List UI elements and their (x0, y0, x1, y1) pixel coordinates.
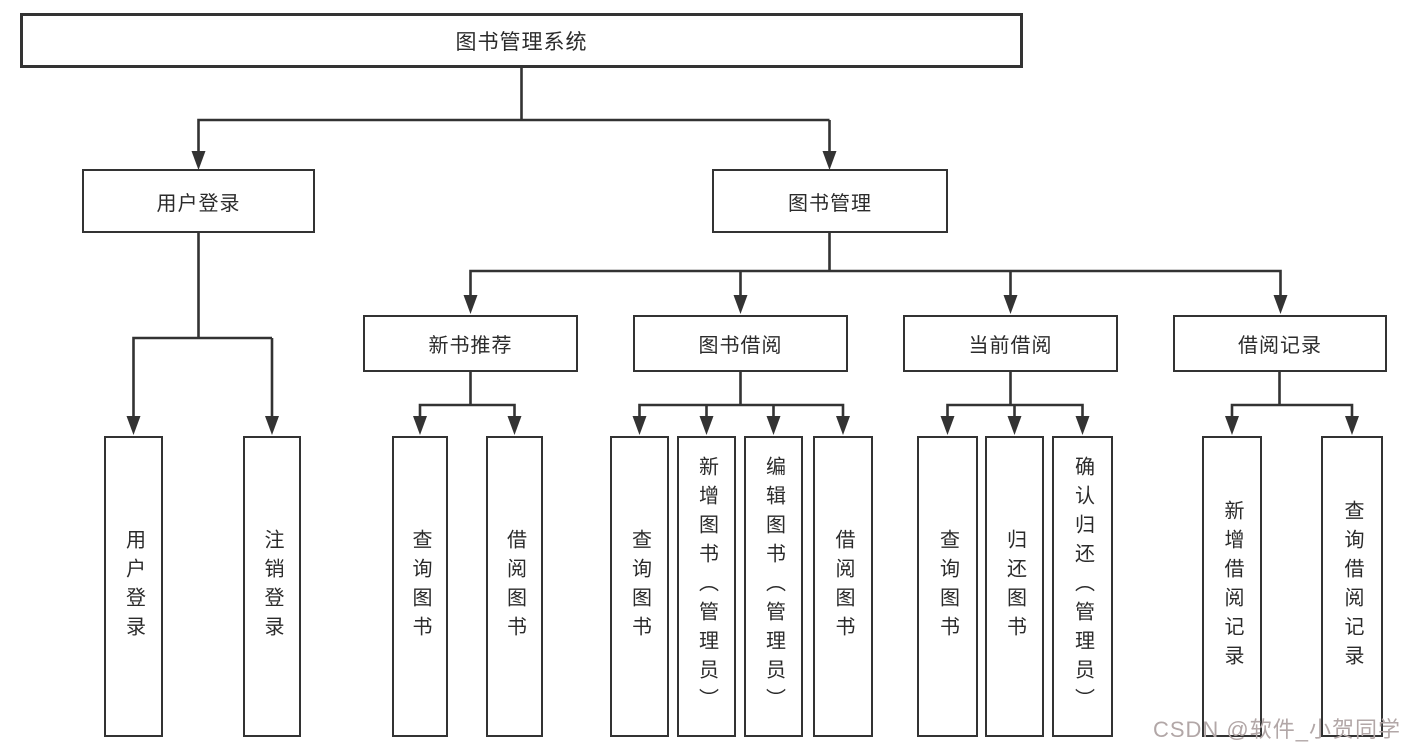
node-logout-leaf: 注销登录 (243, 436, 301, 737)
node-root: 图书管理系统 (20, 13, 1023, 68)
node-borrow-records: 借阅记录 (1173, 315, 1387, 372)
arrow-down-icon (1345, 416, 1359, 435)
node-user-login-leaf: 用户登录 (104, 436, 163, 737)
node-user-login: 用户登录 (82, 169, 315, 233)
arrow-down-icon (1007, 416, 1022, 435)
arrow-down-icon (766, 416, 781, 435)
arrow-down-icon (733, 295, 748, 314)
arrow-down-icon (699, 416, 714, 435)
arrow-down-icon (1003, 295, 1018, 314)
tree-edges (132, 68, 1354, 419)
arrow-down-icon (632, 416, 647, 435)
node-book-management: 图书管理 (712, 169, 948, 233)
arrow-down-icon (1273, 295, 1288, 314)
arrow-down-icon (413, 416, 427, 435)
arrow-down-icon (1225, 416, 1239, 435)
arrow-down-icon (126, 416, 141, 435)
arrow-down-icon (822, 151, 837, 170)
node-query-books-recommend: 查询图书 (392, 436, 448, 737)
node-return-book: 归还图书 (985, 436, 1044, 737)
node-add-borrow-record: 新增借阅记录 (1202, 436, 1262, 737)
node-confirm-return-admin: 确认归还（管理员） (1052, 436, 1113, 737)
node-query-books-current: 查询图书 (917, 436, 978, 737)
arrowhead-icons (126, 151, 1359, 435)
node-borrow-books-leaf: 借阅图书 (813, 436, 873, 737)
node-new-book-recommend: 新书推荐 (363, 315, 578, 372)
node-query-borrow-record: 查询借阅记录 (1321, 436, 1383, 737)
node-current-borrow: 当前借阅 (903, 315, 1118, 372)
arrow-down-icon (507, 416, 522, 435)
arrow-down-icon (191, 151, 206, 170)
node-add-book-admin: 新增图书（管理员） (677, 436, 736, 737)
arrow-down-icon (1075, 416, 1090, 435)
node-edit-book-admin: 编辑图书（管理员） (744, 436, 803, 737)
arrow-down-icon (836, 416, 850, 435)
arrow-down-icon (940, 416, 955, 435)
arrow-down-icon (463, 295, 478, 314)
node-borrow-books-recommend: 借阅图书 (486, 436, 543, 737)
csdn-watermark: CSDN @软件_小贺同学 (1152, 717, 1401, 742)
arrow-down-icon (265, 416, 279, 435)
node-book-borrow: 图书借阅 (633, 315, 848, 372)
node-query-books-borrow: 查询图书 (610, 436, 669, 737)
